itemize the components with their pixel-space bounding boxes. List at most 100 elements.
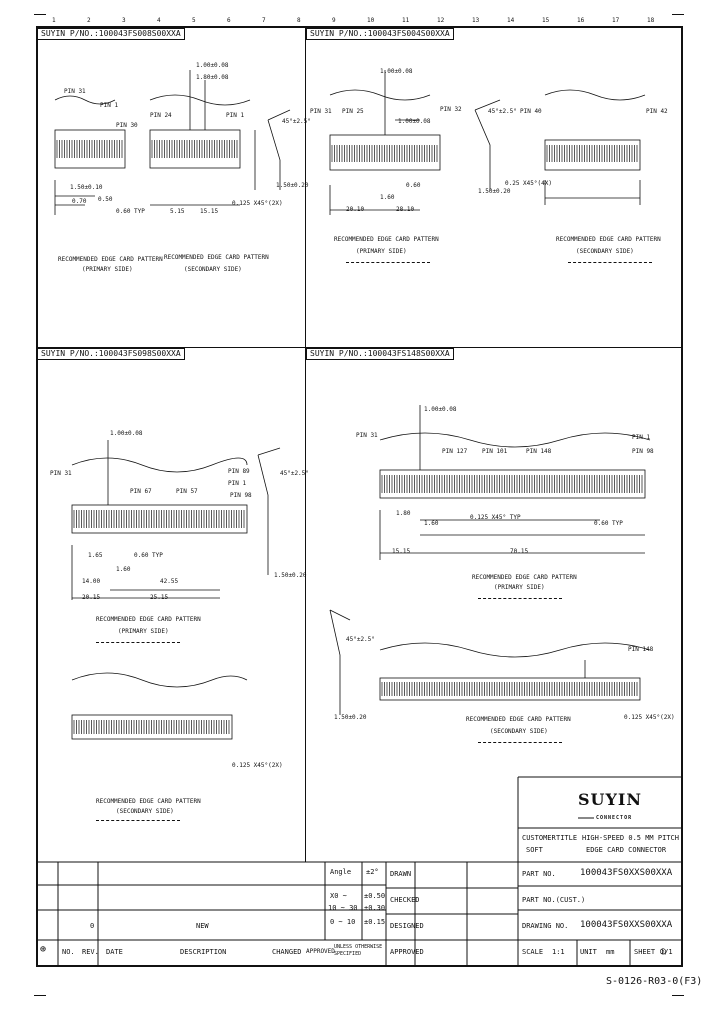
role-designed: DESIGNED bbox=[390, 922, 424, 930]
drawing-no-value: 100043FS0XXS00XXA bbox=[580, 920, 673, 930]
tolerance-note-line-2: SPECIFIED bbox=[334, 951, 362, 957]
panel-divider-vertical bbox=[305, 27, 306, 862]
tolerance-value: ±0.30 bbox=[364, 904, 386, 912]
dimension: 25.15 bbox=[150, 594, 169, 601]
header-approved: APPROVED bbox=[306, 948, 335, 955]
title-line-2: EDGE CARD CONNECTOR bbox=[586, 846, 667, 854]
pin-label: PIN 1 bbox=[228, 480, 247, 487]
panel-4-title: SUYIN P/NO.:100043FS148S00XXA bbox=[306, 348, 454, 360]
ruler-mark: 10 bbox=[367, 17, 375, 24]
ruler-mark: 1 bbox=[52, 17, 56, 24]
title-line-1: HIGH-SPEED 0.5 MM PITCH bbox=[582, 834, 679, 842]
pattern-caption: RECOMMENDED EDGE CARD PATTERN bbox=[472, 574, 577, 581]
pin-label: PIN 1 bbox=[226, 112, 245, 119]
dimension: 1.80 bbox=[396, 510, 411, 517]
projection-symbol-icon: ◎ bbox=[660, 946, 667, 957]
dimension: 0.125 X45° TYP bbox=[470, 514, 521, 521]
dimension: 1.50±0.10 bbox=[70, 184, 103, 191]
panel-2-title: SUYIN P/NO.:100043FS004S00XXA bbox=[306, 28, 454, 40]
header-rev: REV. bbox=[82, 948, 99, 956]
role-drawn: DRAWN bbox=[390, 870, 412, 878]
dimension: 1.50±0.20 bbox=[478, 188, 511, 195]
revision-description: NEW bbox=[196, 922, 209, 930]
dimension: 1.80±0.08 bbox=[196, 74, 229, 81]
ruler-mark: 11 bbox=[402, 17, 410, 24]
pin-label: PIN 148 bbox=[526, 448, 552, 455]
dimension: 0.125 X45°(2X) bbox=[624, 714, 675, 721]
ruler-mark: 6 bbox=[227, 17, 231, 24]
dimension: 1.60 bbox=[380, 194, 395, 201]
pin-label: PIN 30 bbox=[116, 122, 138, 129]
dimension: 0.60 TYP bbox=[594, 520, 623, 527]
pin-label: PIN 31 bbox=[356, 432, 378, 439]
caption-underline bbox=[346, 262, 430, 263]
scale-label: SCALE bbox=[522, 948, 544, 956]
pattern-caption-sub: (PRIMARY SIDE) bbox=[82, 266, 133, 273]
pattern-caption: RECOMMENDED EDGE CARD PATTERN bbox=[466, 716, 571, 723]
document-number: S-0126-R03-0(F3) bbox=[606, 976, 703, 987]
pin-label: PIN 98 bbox=[632, 448, 654, 455]
ruler-mark: 15 bbox=[542, 17, 550, 24]
pin-label: PIN 40 bbox=[520, 108, 542, 115]
pattern-caption-sub: (SECONDARY SIDE) bbox=[490, 728, 548, 735]
tolerance-range: 0 ~ 10 bbox=[330, 918, 356, 926]
pattern-caption-sub: (PRIMARY SIDE) bbox=[494, 584, 545, 591]
header-description: DESCRIPTION bbox=[180, 948, 227, 956]
pin-label: PIN 31 bbox=[64, 88, 86, 95]
dimension: 1.00±0.08 bbox=[398, 118, 431, 125]
pin-label: PIN 101 bbox=[482, 448, 508, 455]
dimension: 45°±2.5° bbox=[346, 636, 375, 643]
drawing-no-label: DRAWING NO. bbox=[522, 922, 569, 930]
dimension: 0.125 X45°(2X) bbox=[232, 762, 283, 769]
unit-value: mm bbox=[606, 948, 615, 956]
pin-label: PIN 42 bbox=[646, 108, 668, 115]
pin-label: PIN 98 bbox=[230, 492, 252, 499]
ruler-mark: 14 bbox=[507, 17, 515, 24]
header-date: DATE bbox=[106, 948, 123, 956]
pin-label: PIN 57 bbox=[176, 488, 198, 495]
dimension: 20.10 bbox=[346, 206, 365, 213]
ruler-mark: 17 bbox=[612, 17, 620, 24]
company-logo: SUYIN bbox=[578, 790, 643, 809]
header-no: NO. bbox=[62, 948, 75, 956]
pin-label: PIN 31 bbox=[50, 470, 72, 477]
role-checked: CHECKED bbox=[390, 896, 420, 904]
pattern-caption: RECOMMENDED EDGE CARD PATTERN bbox=[58, 256, 163, 263]
sheet-value: 1/1 bbox=[660, 948, 673, 956]
part-no-label: PART NO. bbox=[522, 870, 556, 878]
dimension: 14.00 bbox=[82, 578, 101, 585]
dimension: 1.50±0.20 bbox=[276, 182, 309, 189]
caption-underline bbox=[478, 598, 562, 599]
dimension: 0.70 bbox=[72, 198, 87, 205]
dimension: 1.60 bbox=[116, 566, 131, 573]
dimension: 1.00±0.08 bbox=[110, 430, 143, 437]
pattern-caption-sub: (PRIMARY SIDE) bbox=[118, 628, 169, 635]
unit-label: UNIT bbox=[580, 948, 597, 956]
caption-underline bbox=[96, 642, 180, 643]
pin-label: PIN 31 bbox=[310, 108, 332, 115]
dimension: 0.60 bbox=[406, 182, 421, 189]
pattern-caption: RECOMMENDED EDGE CARD PATTERN bbox=[334, 236, 439, 243]
title-label: TITLE bbox=[556, 834, 578, 842]
pattern-caption: RECOMMENDED EDGE CARD PATTERN bbox=[96, 616, 201, 623]
ruler-mark: 16 bbox=[577, 17, 585, 24]
dimension: 28.10 bbox=[396, 206, 415, 213]
pin-label: PIN 25 bbox=[342, 108, 364, 115]
ruler-mark: 8 bbox=[297, 17, 301, 24]
ruler-mark: 18 bbox=[647, 17, 655, 24]
dimension: 5.15 bbox=[170, 208, 185, 215]
dimension: 1.00±0.08 bbox=[380, 68, 413, 75]
header-changed: CHANGED bbox=[272, 948, 302, 956]
caption-underline bbox=[568, 262, 652, 263]
dimension: 1.60 bbox=[424, 520, 439, 527]
dimension: 45°±2.5° bbox=[280, 470, 309, 477]
ruler-mark: 9 bbox=[332, 17, 336, 24]
revision-number: 0 bbox=[90, 922, 95, 930]
drawing-sheet bbox=[36, 26, 683, 967]
pattern-caption-sub: (SECONDARY SIDE) bbox=[116, 808, 174, 815]
ruler-mark: 7 bbox=[262, 17, 266, 24]
tolerance-angle-label: Angle bbox=[330, 868, 352, 876]
pattern-caption: RECOMMENDED EDGE CARD PATTERN bbox=[164, 254, 269, 261]
ruler-mark: 12 bbox=[437, 17, 445, 24]
